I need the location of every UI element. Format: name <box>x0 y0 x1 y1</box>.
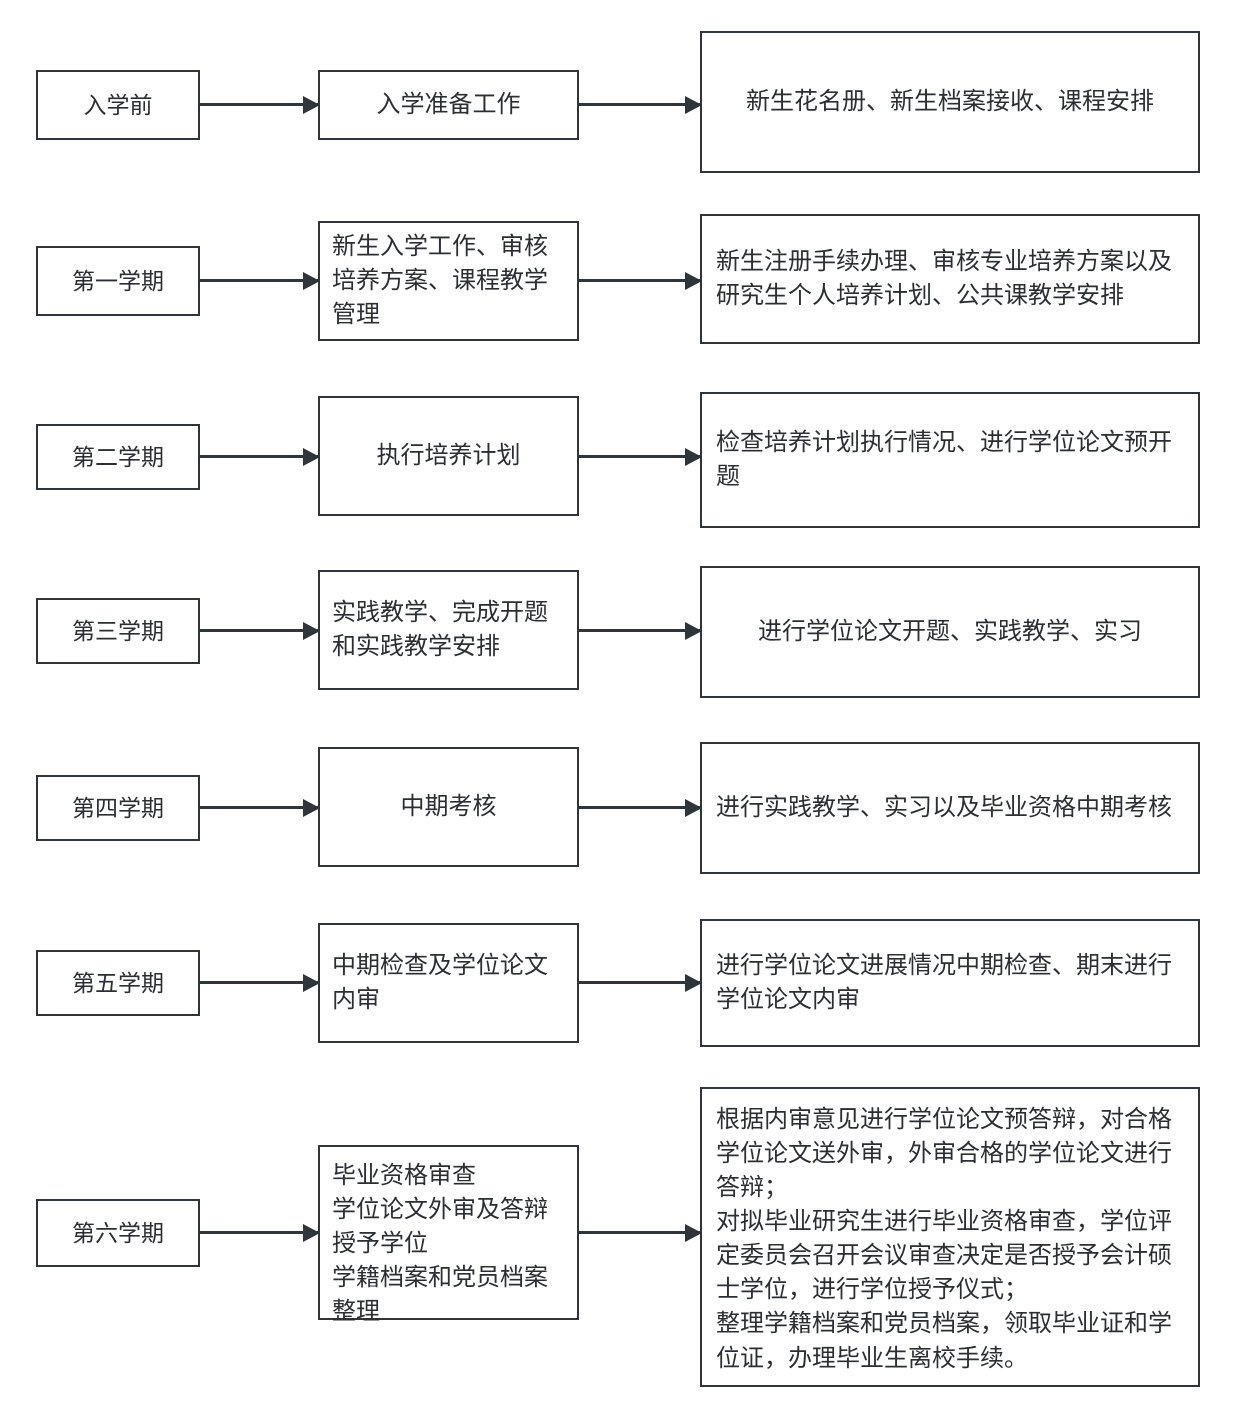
task-label: 实践教学、完成开题和实践教学安排 <box>332 598 548 660</box>
detail-box-row-4[interactable]: 进行学位论文开题、实践教学、实习 <box>700 566 1200 698</box>
stage-label: 第六学期 <box>72 1219 164 1246</box>
stage-label: 第三学期 <box>72 617 164 644</box>
detail-label: 进行学位论文进展情况中期检查、期末进行学位论文内审 <box>716 951 1172 1013</box>
stage-box-row-5[interactable]: 第四学期 <box>36 775 200 841</box>
stage-box-row-2[interactable]: 第一学期 <box>36 246 200 316</box>
stage-label: 第一学期 <box>72 267 164 294</box>
arrow-right-icon-task-to-detail-7 <box>579 1231 700 1234</box>
arrow-right-icon-task-to-detail-5 <box>579 806 700 809</box>
task-box-row-5[interactable]: 中期考核 <box>318 747 579 867</box>
arrow-right-icon-task-to-detail-3 <box>579 455 700 458</box>
detail-box-row-1[interactable]: 新生花名册、新生档案接收、课程安排 <box>700 31 1200 173</box>
arrow-right-icon-stage-to-task-4 <box>200 629 318 632</box>
arrow-right-icon-stage-to-task-1 <box>200 103 318 106</box>
detail-box-row-5[interactable]: 进行实践教学、实习以及毕业资格中期考核 <box>700 742 1200 874</box>
task-box-row-6[interactable]: 中期检查及学位论文内审 <box>318 923 579 1043</box>
task-label: 中期考核 <box>400 792 497 820</box>
task-label: 执行培养计划 <box>376 441 521 469</box>
arrow-right-icon-stage-to-task-5 <box>200 806 318 809</box>
task-label: 新生入学工作、审核培养方案、课程教学管理 <box>332 232 548 329</box>
stage-box-row-1[interactable]: 入学前 <box>36 70 200 140</box>
stage-label: 第四学期 <box>72 794 164 821</box>
detail-box-row-6[interactable]: 进行学位论文进展情况中期检查、期末进行学位论文内审 <box>700 919 1200 1047</box>
detail-box-row-3[interactable]: 检查培养计划执行情况、进行学位论文预开题 <box>700 392 1200 528</box>
stage-box-row-3[interactable]: 第二学期 <box>36 424 200 490</box>
arrow-right-icon-task-to-detail-6 <box>579 981 700 984</box>
detail-box-row-7[interactable]: 根据内审意见进行学位论文预答辩，对合格学位论文送外审，外审合格的学位论文进行答辩… <box>700 1087 1200 1387</box>
task-label: 毕业资格审查 学位论文外审及答辩 授予学位 学籍档案和党员档案整理 <box>332 1162 548 1326</box>
task-box-row-4[interactable]: 实践教学、完成开题和实践教学安排 <box>318 570 579 690</box>
detail-label: 新生注册手续办理、审核专业培养方案以及研究生个人培养计划、公共课教学安排 <box>716 247 1172 309</box>
task-box-row-3[interactable]: 执行培养计划 <box>318 396 579 516</box>
arrow-right-icon-stage-to-task-6 <box>200 981 318 984</box>
task-label: 入学准备工作 <box>376 90 521 118</box>
arrow-right-icon-task-to-detail-2 <box>579 279 700 282</box>
stage-box-row-4[interactable]: 第三学期 <box>36 598 200 664</box>
detail-label: 进行学位论文开题、实践教学、实习 <box>758 617 1142 645</box>
arrow-right-icon-stage-to-task-7 <box>200 1231 318 1234</box>
stage-label: 第二学期 <box>72 443 164 470</box>
detail-label: 检查培养计划执行情况、进行学位论文预开题 <box>716 428 1172 490</box>
detail-label: 新生花名册、新生档案接收、课程安排 <box>746 87 1154 115</box>
arrow-right-icon-task-to-detail-4 <box>579 629 700 632</box>
task-box-row-2[interactable]: 新生入学工作、审核培养方案、课程教学管理 <box>318 221 579 341</box>
stage-label: 入学前 <box>83 91 153 118</box>
detail-label: 根据内审意见进行学位论文预答辩，对合格学位论文送外审，外审合格的学位论文进行答辩… <box>716 1106 1172 1372</box>
arrow-right-icon-task-to-detail-1 <box>579 103 700 106</box>
task-box-row-7[interactable]: 毕业资格审查 学位论文外审及答辩 授予学位 学籍档案和党员档案整理 <box>318 1145 579 1325</box>
arrow-right-icon-stage-to-task-3 <box>200 455 318 458</box>
task-box-row-1[interactable]: 入学准备工作 <box>318 70 579 140</box>
stage-box-row-7[interactable]: 第六学期 <box>36 1199 200 1267</box>
detail-box-row-2[interactable]: 新生注册手续办理、审核专业培养方案以及研究生个人培养计划、公共课教学安排 <box>700 214 1200 344</box>
stage-label: 第五学期 <box>72 969 164 996</box>
task-label: 中期检查及学位论文内审 <box>332 951 548 1013</box>
arrow-right-icon-stage-to-task-2 <box>200 279 318 282</box>
detail-label: 进行实践教学、实习以及毕业资格中期考核 <box>716 793 1172 821</box>
stage-box-row-6[interactable]: 第五学期 <box>36 950 200 1016</box>
